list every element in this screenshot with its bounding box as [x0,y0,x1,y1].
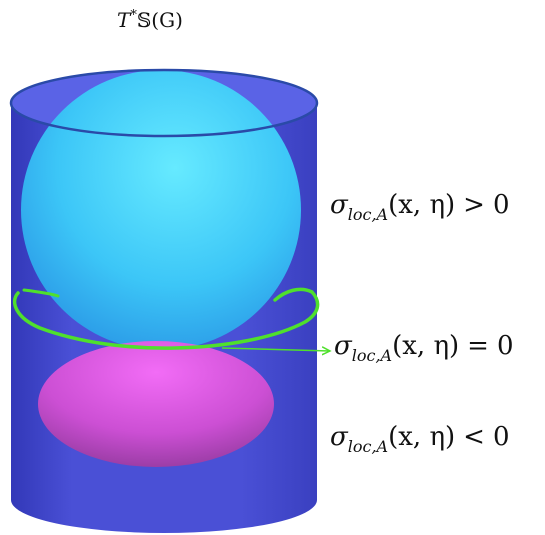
sphere-positive-region [21,70,301,350]
label-sigma-positive: σloc,A(x, η)>0 [330,190,510,224]
cylinder-top-rim [9,68,319,138]
zero-level-arrow [221,348,330,351]
ellipsoid-negative-region [38,341,274,467]
label-sigma-zero: σloc,A(x, η)=0 [334,331,514,365]
label-sigma-negative: σloc,A(x, η)<0 [330,422,510,456]
bundle-title: T*𝕊(G) [117,8,183,32]
zero-level-curve [12,287,320,350]
zero-level-curve-inner [22,288,60,298]
